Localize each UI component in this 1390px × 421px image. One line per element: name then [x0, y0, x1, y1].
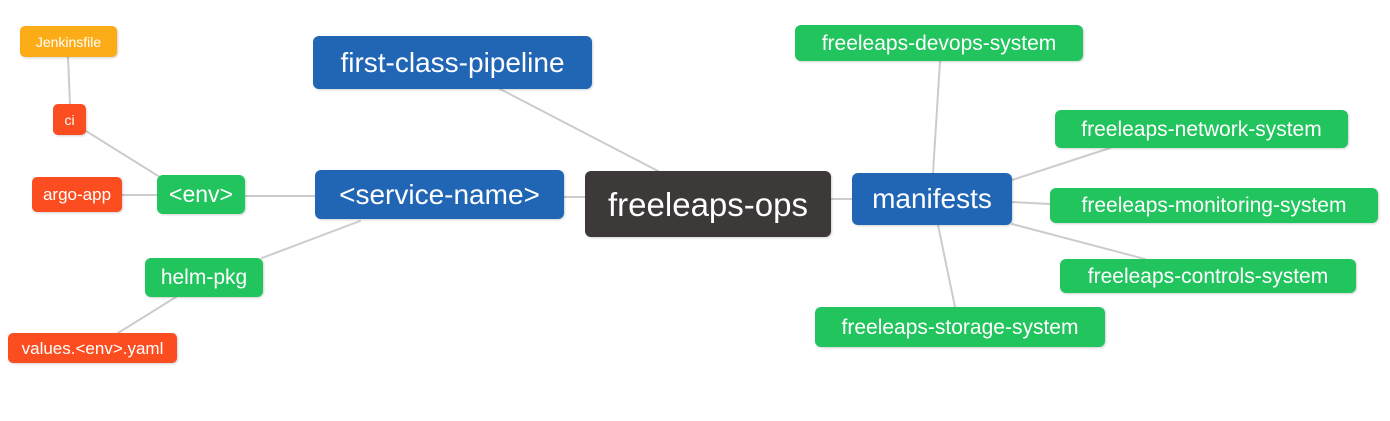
node-first-class-pipeline[interactable]: first-class-pipeline: [313, 36, 592, 89]
node-jenkinsfile[interactable]: Jenkinsfile: [20, 26, 117, 57]
node-freeleaps-ops-root[interactable]: freeleaps-ops: [585, 171, 831, 237]
edge-manifests-storage-system: [937, 224, 956, 308]
node-service-name[interactable]: <service-name>: [315, 170, 564, 219]
edge-manifests-monitoring-system: [1011, 201, 1051, 205]
node-manifests[interactable]: manifests: [852, 173, 1012, 225]
edge-jenkinsfile-ci: [67, 56, 71, 105]
node-ci[interactable]: ci: [53, 104, 86, 135]
node-freeleaps-devops-system[interactable]: freeleaps-devops-system: [795, 25, 1083, 61]
edge-service-name-helm-pkg: [261, 220, 361, 259]
edge-helm-pkg-values-env-yaml: [117, 296, 177, 334]
edge-ci-env: [85, 130, 164, 180]
node-freeleaps-controls-system[interactable]: freeleaps-controls-system: [1060, 259, 1356, 293]
node-argo-app[interactable]: argo-app: [32, 177, 122, 212]
node-values-env-yaml[interactable]: values.<env>.yaml: [8, 333, 177, 363]
node-env[interactable]: <env>: [157, 175, 245, 214]
node-helm-pkg[interactable]: helm-pkg: [145, 258, 263, 297]
edge-first-class-pipeline-freeleaps-ops: [499, 88, 659, 172]
edge-manifests-controls-system: [1011, 223, 1146, 260]
edge-manifests-devops-system: [932, 60, 941, 174]
node-freeleaps-storage-system[interactable]: freeleaps-storage-system: [815, 307, 1105, 347]
edge-manifests-network-system: [1011, 147, 1111, 181]
node-freeleaps-network-system[interactable]: freeleaps-network-system: [1055, 110, 1348, 148]
node-freeleaps-monitoring-system[interactable]: freeleaps-monitoring-system: [1050, 188, 1378, 223]
